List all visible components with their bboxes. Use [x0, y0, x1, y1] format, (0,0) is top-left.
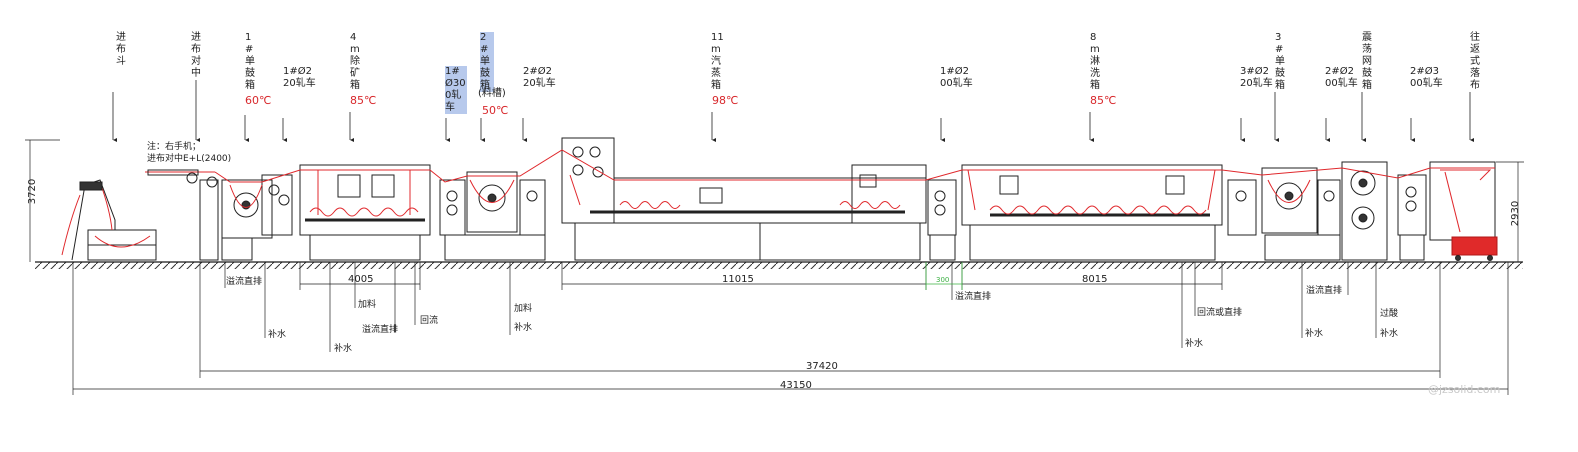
dim-37420: 37420: [806, 361, 838, 372]
temp-demineral: 85℃: [350, 94, 377, 107]
dimension-lines: [25, 139, 1524, 395]
label-pad3: 2#Ø220轧车: [523, 66, 556, 89]
tank2-machine: [439, 171, 546, 261]
vibro-machine: [1341, 161, 1388, 261]
pad4-machine: [927, 179, 957, 261]
temp-tank1: 60℃: [245, 94, 272, 107]
tank3-machine: [1227, 167, 1341, 261]
label-pad7: 2#Ø300轧车: [1410, 66, 1443, 89]
pipe-add-2: 加料: [514, 304, 533, 314]
folder-machine: [1429, 161, 1498, 261]
label-pad4: 1#Ø200轧车: [940, 66, 973, 89]
pipe-overflow-4: 溢流直排: [1306, 286, 1343, 296]
station-arrows: [112, 80, 1474, 142]
dim-11015: 11015: [722, 274, 754, 285]
pipe-water-1: 补水: [268, 330, 287, 340]
label-steamer: 11m汽蒸箱: [711, 32, 724, 91]
label-tank2: 2#单鼓箱: [480, 32, 494, 92]
tank1-machine: [221, 174, 293, 261]
gap-dimension: [925, 262, 963, 290]
temp-tank2: 50℃: [482, 104, 509, 117]
pipe-water-4: 补水: [1185, 339, 1204, 349]
pipe-add-1: 加料: [358, 300, 377, 310]
fabric-path: [214, 149, 1495, 183]
label-vibro: 震荡网鼓箱: [1362, 32, 1372, 91]
label-tank1: 1#单鼓箱: [245, 32, 255, 91]
pipe-acid: 过酸: [1380, 309, 1399, 319]
dim-3720: 3720: [27, 178, 39, 205]
watermark: @jzsolid.com: [1428, 383, 1501, 396]
pipe-return-2: 回流或直排: [1197, 308, 1243, 318]
note-line1: 注：右手机；: [147, 142, 202, 152]
label-tank3: 3#单鼓箱: [1275, 32, 1285, 91]
centering-machine: [145, 169, 219, 261]
pipe-overflow-3: 溢流直排: [955, 292, 992, 302]
dim-2930: 2930: [1510, 200, 1522, 227]
pipe-water-2: 补水: [334, 344, 353, 354]
pipe-water-5: 补水: [1305, 329, 1324, 339]
pipe-water-6: 补水: [1380, 329, 1399, 339]
pipe-overflow-1: 溢流直排: [226, 277, 263, 287]
note-line2: 进布对中E+L(2400): [147, 154, 232, 164]
label-pad6: 2#Ø200轧车: [1325, 66, 1358, 89]
temp-shower: 85℃: [1090, 94, 1117, 107]
label-centering: 进布对中: [191, 32, 201, 79]
demineral-tank: [299, 164, 431, 261]
pipe-water-3: 补水: [514, 323, 533, 333]
temp-steamer: 98℃: [712, 94, 739, 107]
pipe-overflow-2: 溢流直排: [362, 325, 399, 335]
label-pad5: 3#Ø220轧车: [1240, 66, 1273, 89]
feed-hopper-machine: [61, 179, 157, 261]
dim-8015: 8015: [1082, 274, 1108, 285]
label-tank2-sub: (料槽): [478, 88, 506, 99]
dim-43150: 43150: [780, 380, 812, 391]
label-folder: 往返式落布: [1470, 32, 1480, 91]
dim-300: 300: [936, 276, 950, 284]
label-pad2: 1#Ø300轧车: [445, 66, 467, 114]
label-pad1: 1#Ø220轧车: [283, 66, 316, 89]
pipe-lines: [224, 262, 1377, 352]
pipe-return-1: 回流: [420, 316, 439, 326]
label-demineral: 4m除矿箱: [350, 32, 360, 91]
shower-machine: [961, 164, 1223, 261]
ground: [35, 261, 1523, 269]
steamer-machine: [561, 137, 927, 261]
label-feed-hopper: 进布斗: [116, 32, 126, 67]
pad7-machine: [1397, 174, 1427, 261]
label-shower: 8m淋洗箱: [1090, 32, 1100, 91]
dim-4005: 4005: [348, 274, 374, 285]
